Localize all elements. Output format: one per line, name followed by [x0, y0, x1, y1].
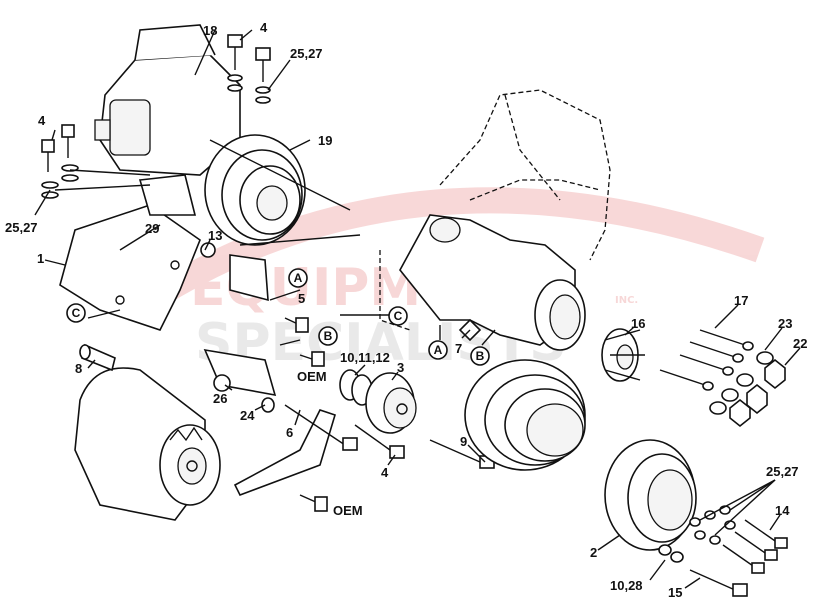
- leader-lines: [34, 29, 801, 589]
- watermark-suffix: INC.: [615, 295, 638, 306]
- mounting-bracket: [59, 174, 201, 331]
- callout-26: 26: [213, 391, 227, 406]
- idler-pulley: [339, 369, 417, 434]
- marker-c-right: C: [388, 306, 408, 326]
- callout-10-28: 10,28: [610, 578, 643, 593]
- callout-7: 7: [455, 341, 462, 356]
- callout-3: 3: [397, 360, 404, 375]
- callout-4-left: 4: [38, 113, 46, 128]
- callout-6: 6: [286, 425, 293, 440]
- callout-18: 18: [203, 23, 217, 38]
- callout-9: 9: [460, 434, 467, 449]
- callout-10-11-12: 10,11,12: [340, 350, 390, 365]
- callout-15: 15: [668, 585, 682, 600]
- mid-bolts: [200, 242, 495, 512]
- callout-13: 13: [208, 228, 222, 243]
- upper-bolts: [41, 34, 271, 199]
- main-pulley: [464, 359, 586, 471]
- callout-14: 14: [775, 503, 790, 518]
- callout-oem-upper: OEM: [297, 369, 327, 384]
- marker-a-left: A: [288, 268, 308, 288]
- lower-pulley: [604, 439, 697, 551]
- callout-oem-lower: OEM: [333, 503, 363, 518]
- callout-2: 2: [590, 545, 597, 560]
- marker-a-right: A: [428, 340, 448, 360]
- callout-24: 24: [240, 408, 255, 423]
- marker-c-right-text: C: [394, 309, 403, 323]
- callout-1: 1: [37, 251, 44, 266]
- marker-c-left: C: [66, 303, 86, 323]
- callout-25-27-top: 25,27: [290, 46, 323, 61]
- engine-block: [379, 89, 611, 331]
- spacer: [79, 343, 116, 372]
- callout-23: 23: [778, 316, 792, 331]
- pump-hub: [601, 328, 645, 382]
- callout-16: 16: [631, 316, 645, 331]
- callout-17: 17: [734, 293, 748, 308]
- callout-25-27-left: 25,27: [5, 220, 38, 235]
- callout-4-lower: 4: [381, 465, 389, 480]
- callout-labels: 18 4 25,27 4 19 25,27 29 13 1 5 8 10,11,…: [5, 20, 807, 600]
- stud-set: [659, 329, 786, 428]
- callout-22: 22: [793, 336, 807, 351]
- callout-25-27-right: 25,27: [766, 464, 799, 479]
- callout-19: 19: [318, 133, 332, 148]
- callout-5: 5: [298, 291, 305, 306]
- marker-b-right-text: B: [476, 349, 485, 363]
- compressor: [94, 24, 241, 176]
- marker-c-left-text: C: [72, 306, 81, 320]
- marker-a-right-text: A: [434, 343, 443, 357]
- water-pump: [399, 214, 586, 351]
- compressor-pulley: [204, 134, 361, 246]
- marker-b-left: B: [318, 326, 338, 346]
- callout-8: 8: [75, 361, 82, 376]
- alternator: [74, 367, 221, 521]
- marker-a-left-text: A: [294, 271, 303, 285]
- marker-b-right: B: [470, 346, 490, 366]
- callout-4-top: 4: [260, 20, 268, 35]
- marker-b-left-text: B: [324, 329, 333, 343]
- callout-29: 29: [145, 221, 159, 236]
